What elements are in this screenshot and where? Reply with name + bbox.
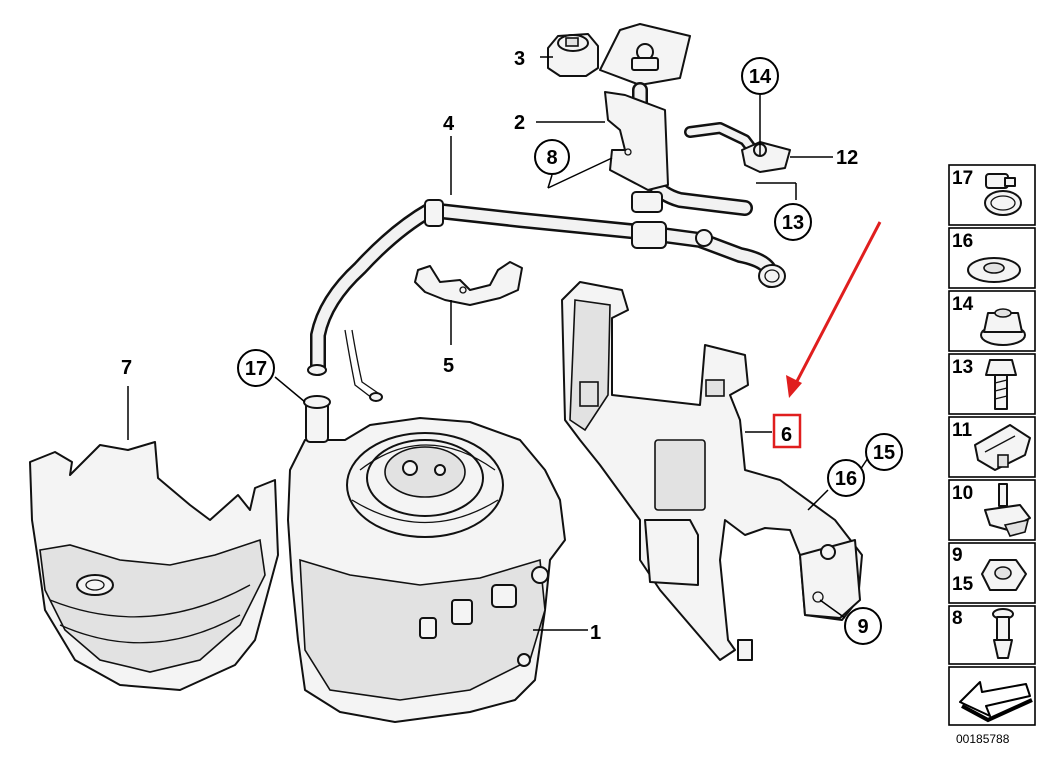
part-12-hose-drawing (684, 122, 791, 173)
part-5-clip-drawing (414, 261, 523, 306)
legend-item-11: 11 (948, 416, 1036, 478)
svg-text:9: 9 (857, 616, 868, 638)
callout-5: 5 (443, 355, 454, 377)
part-1-tank-drawing (287, 395, 566, 723)
expanding-rivet-icon (984, 483, 1031, 537)
callout-13: 13 (774, 203, 812, 241)
part-7-shield-drawing (29, 441, 279, 691)
hex-nut-icon (981, 559, 1027, 591)
svg-text:14: 14 (952, 294, 974, 315)
callout-16: 16 (827, 459, 865, 497)
svg-text:10: 10 (952, 483, 973, 504)
svg-text:11: 11 (952, 420, 973, 441)
legend-item-10: 10 (948, 479, 1036, 541)
svg-text:16: 16 (952, 231, 973, 252)
svg-text:15: 15 (873, 442, 895, 464)
callout-3: 3 (514, 48, 525, 70)
svg-text:8: 8 (952, 608, 963, 629)
callout-4: 4 (443, 113, 455, 135)
svg-text:9: 9 (952, 545, 963, 566)
callout-6: 6 (781, 424, 792, 446)
svg-text:17: 17 (245, 358, 267, 380)
hose-clamp-icon (984, 173, 1022, 216)
legend-item-14: 14 (948, 290, 1036, 352)
callout-17: 17 (237, 349, 275, 387)
callout-1: 1 (590, 622, 601, 644)
leader-lines (127, 56, 871, 631)
legend-item-9-15: 9 15 (948, 542, 1036, 604)
legend-item-16: 16 (948, 227, 1036, 289)
svg-text:8: 8 (546, 147, 557, 169)
callout-2: 2 (514, 112, 525, 134)
legend-item-17: 17 (948, 164, 1036, 226)
callout-15: 15 (865, 433, 903, 471)
callout-14: 14 (741, 57, 779, 95)
part-2-bracket-hose-drawing (599, 23, 753, 216)
callout-7: 7 (121, 357, 132, 379)
svg-text:17: 17 (952, 168, 973, 189)
washer-icon (967, 257, 1021, 283)
collar-nut-icon (980, 308, 1026, 346)
svg-text:16: 16 (835, 468, 857, 490)
legend-item-8: 8 (948, 605, 1036, 665)
callout-12: 12 (836, 147, 858, 169)
part-6-bracket-drawing (561, 281, 863, 661)
part-6-highlight-box (772, 413, 802, 449)
callout-8: 8 (534, 139, 570, 175)
legend-column: 17 16 14 (948, 164, 1036, 746)
hex-bolt-icon (985, 359, 1017, 410)
svg-text:13: 13 (782, 212, 804, 234)
svg-text:13: 13 (952, 357, 973, 378)
part-4-hose-drawing (307, 199, 786, 402)
clip-nut-icon (974, 424, 1031, 471)
legend-item-13: 13 (948, 353, 1036, 415)
red-pointer-arrow (786, 221, 882, 398)
plastic-rivet-icon (992, 608, 1014, 659)
callout-9: 9 (844, 607, 882, 645)
svg-text:14: 14 (749, 66, 772, 88)
next-page-arrow-box[interactable] (948, 666, 1036, 726)
next-page-arrow-icon (959, 681, 1033, 723)
part-3-cap-drawing (547, 33, 599, 77)
diagram-code: 00185788 (956, 732, 1010, 746)
svg-text:15: 15 (952, 574, 974, 595)
